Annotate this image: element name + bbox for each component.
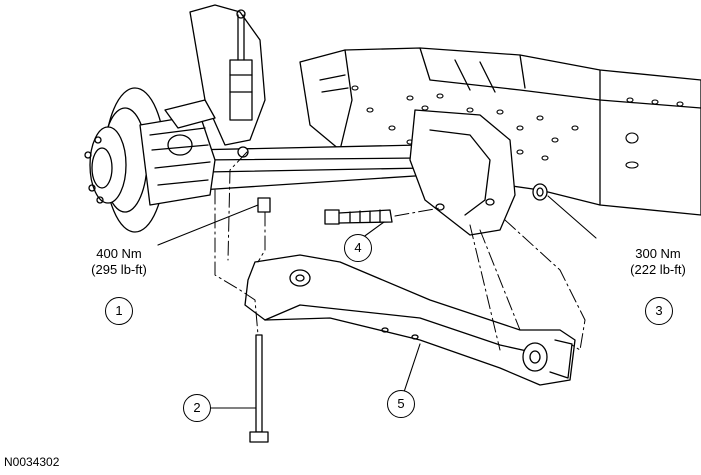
brake-hub-assembly xyxy=(84,87,216,233)
torque-spec-3-nm: 300 Nm xyxy=(635,246,681,261)
vertical-bolt xyxy=(249,334,269,443)
leader-spec-3 xyxy=(547,195,597,239)
callout-1: 1 xyxy=(105,297,133,325)
callout-4: 4 xyxy=(344,234,372,262)
torque-spec-1: 400 Nm (295 lb-ft) xyxy=(84,246,154,278)
callout-3: 3 xyxy=(645,297,673,325)
shock-absorber xyxy=(189,4,266,158)
leader-spec-1 xyxy=(157,204,259,246)
torque-spec-3-lbft: (222 lb-ft) xyxy=(630,262,686,277)
ball-joint-nut xyxy=(257,197,271,213)
callout-2: 2 xyxy=(183,394,211,422)
callout-5: 5 xyxy=(387,390,415,418)
torque-spec-3: 300 Nm (222 lb-ft) xyxy=(620,246,696,278)
leader-callout-5 xyxy=(403,343,421,393)
pivot-bolt xyxy=(324,209,393,225)
pivot-nut xyxy=(532,183,548,201)
axle-housing xyxy=(189,144,431,191)
figure-reference-id: N0034302 xyxy=(4,455,60,469)
assembly-guide-lines xyxy=(214,151,586,351)
radius-arm xyxy=(244,254,576,386)
torque-spec-1-nm: 400 Nm xyxy=(96,246,142,261)
frame-mount-bracket xyxy=(409,109,516,236)
torque-spec-1-lbft: (295 lb-ft) xyxy=(91,262,147,277)
